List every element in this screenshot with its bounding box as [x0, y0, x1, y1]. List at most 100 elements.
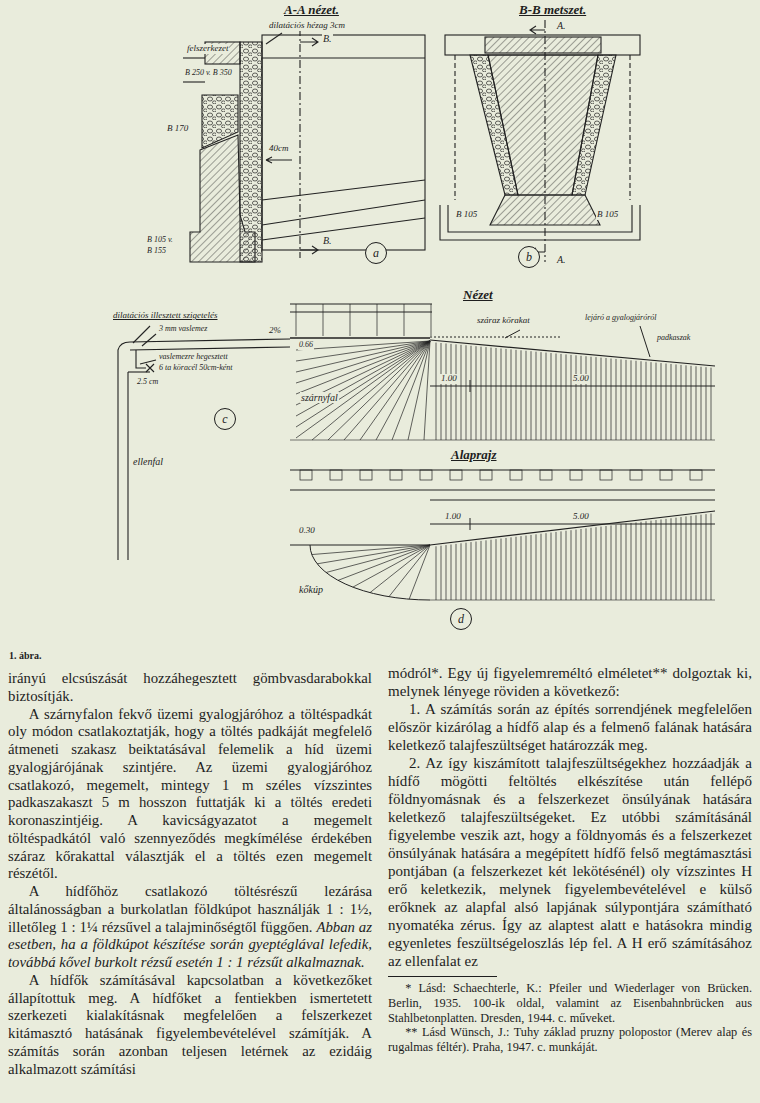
fill-hatch	[566, 354, 567, 440]
fill-hatch	[686, 365, 687, 440]
leader-line	[133, 326, 150, 343]
fill-hatch	[481, 541, 482, 600]
view-a-drawing	[183, 28, 425, 262]
cone-line	[296, 341, 430, 438]
railing-bracket	[420, 470, 432, 480]
fill-hatch	[711, 368, 712, 440]
fill-hatch	[626, 360, 627, 440]
fill-hatch	[506, 538, 507, 600]
cone-line	[424, 341, 430, 440]
fill-hatch	[461, 345, 462, 440]
drawing-label: B 155	[146, 247, 167, 256]
channel-outline	[440, 205, 640, 240]
cone-line	[360, 341, 430, 440]
cone-line	[296, 341, 430, 427]
fill-hatch	[596, 527, 597, 600]
fill-hatch	[461, 543, 462, 600]
railing-post	[377, 304, 378, 336]
fill-hatch	[626, 524, 627, 600]
fill-hatch	[601, 527, 602, 600]
fill-hatch	[486, 540, 487, 600]
drawing-label: kőkúp	[298, 584, 324, 595]
body-text: módról*. Egy új figyelemreméltó elmélete…	[388, 665, 752, 699]
fill-hatch	[471, 542, 472, 600]
fill-hatch	[476, 542, 477, 600]
deck-line	[183, 81, 205, 82]
fill-hatch	[546, 353, 547, 440]
railing-bracket	[570, 470, 582, 480]
fill-hatch	[501, 348, 502, 440]
wall-section	[488, 55, 598, 195]
drawing-label: dilatációs illesztett szigetelés	[112, 311, 219, 321]
fill-hatch	[526, 351, 527, 440]
drawing-label: 2.5 cm	[136, 378, 159, 387]
fill-hatch	[546, 533, 547, 600]
fill-hatch	[456, 344, 457, 440]
fill-hatch	[681, 365, 682, 440]
fill-hatch	[636, 522, 637, 600]
footnote: * Lásd: Schaechterle, K.: Pfeiler und Wi…	[388, 981, 752, 1025]
stone-layer	[430, 337, 560, 338]
railing-post	[404, 304, 405, 336]
drawing-label: 0.66	[298, 341, 314, 350]
fill-hatch	[586, 356, 587, 440]
view-title: B-B metszet.	[518, 3, 587, 17]
leader-line	[505, 330, 520, 338]
cone-line	[296, 341, 430, 405]
deck-line	[290, 337, 430, 338]
drawing-label: dilatációs hézag 3cm	[268, 21, 346, 31]
view-title: Alaprajz	[450, 448, 498, 462]
fill-hatch	[451, 544, 452, 600]
wing-wall-line	[262, 57, 425, 58]
fill-hatch	[676, 364, 677, 440]
fill-hatch	[536, 352, 537, 440]
text-column: irányú elcsúszását hozzáhegesztett gömbv…	[8, 670, 372, 1078]
railing	[290, 312, 432, 313]
railing-bracket	[630, 470, 642, 480]
cone-line	[328, 341, 430, 440]
railing-post	[431, 304, 432, 336]
cone-edge	[310, 545, 430, 600]
cone-line	[338, 545, 430, 580]
fill-hatch	[651, 362, 652, 440]
fill-hatch	[666, 364, 667, 440]
drawing-label: lejáró a gyalogjáróról	[584, 314, 658, 323]
ground-line	[430, 600, 715, 601]
fill-hatch	[551, 353, 552, 440]
fill-hatch	[581, 356, 582, 440]
paragraph: módról*. Egy új figyelemreméltó elmélete…	[388, 664, 752, 700]
text-column: módról*. Egy új figyelemreméltó elmélete…	[388, 664, 752, 1055]
fill-hatch	[496, 539, 497, 600]
drawing-label: B 105 v.	[146, 236, 174, 245]
fill-hatch	[706, 514, 707, 600]
railing	[290, 470, 715, 471]
subfigure-marker: d	[450, 608, 472, 630]
fill-hatch	[556, 532, 557, 600]
section-arrow	[300, 38, 318, 46]
fill-hatch	[701, 515, 702, 600]
paragraph: 2. Az így kiszámított talajfeszültségekh…	[388, 754, 752, 970]
subfigure-marker: b	[518, 246, 540, 268]
fill-hatch	[466, 543, 467, 600]
walkway-line	[290, 490, 715, 491]
fill-hatch	[501, 539, 502, 600]
fill-hatch	[656, 520, 657, 600]
steel-plate	[136, 350, 146, 368]
railing-bracket	[390, 470, 402, 480]
wing-wall-slope	[262, 218, 425, 240]
drawing-label: B 170	[166, 124, 189, 134]
fill-hatch	[551, 533, 552, 600]
drawing-label: B 105	[596, 210, 619, 220]
railing-bracket	[600, 470, 612, 480]
body-text: 1. A számítás során az építés sorrendjén…	[388, 701, 752, 753]
fill-hatch	[641, 361, 642, 440]
section-line	[544, 20, 545, 262]
walkway-line	[430, 500, 715, 501]
generated-lines	[296, 304, 711, 600]
subfigure-marker: c	[214, 408, 236, 430]
fill-hatch	[541, 352, 542, 440]
fill-hatch	[526, 536, 527, 600]
fill-hatch	[581, 529, 582, 600]
fill-hatch	[481, 347, 482, 440]
joint-line	[128, 371, 150, 372]
